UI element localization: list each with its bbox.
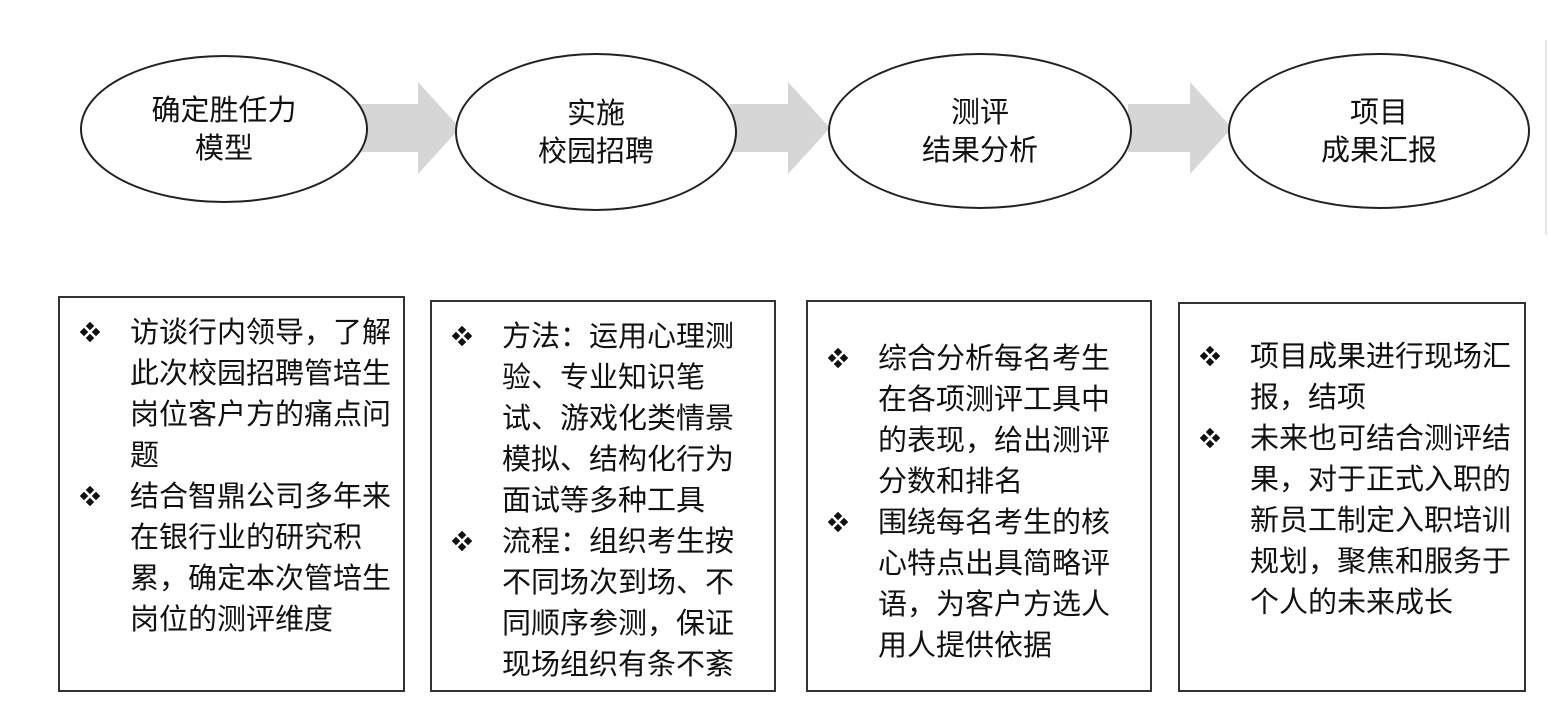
stage-title-line: 结果分析 (921, 133, 1038, 167)
diamond-bullet-icon (80, 486, 100, 506)
bullet-text: 流程：组织考生按不同场次到场、不同顺序参测，保证现场组织有条不紊 (502, 524, 735, 681)
stage-competency-model: 确定胜任力 模型 (80, 55, 368, 203)
bullet-text: 访谈行内领导，了解此次校园招聘管培生岗位客户方的痛点问题 (130, 315, 392, 472)
list-item: 围绕每名考生的核心特点出具简略评语，为客户方选人用人提供依据 (808, 502, 1150, 666)
stage-title-line: 确定胜任力 (151, 93, 297, 127)
bullet-text: 未来也可结合测评结果，对于正式入职的新员工制定入职培训规划，聚焦和服务于个人的未… (1250, 421, 1512, 619)
stage-assessment-analysis: 测评 结果分析 (828, 53, 1132, 209)
detail-box-assessment-analysis: 综合分析每名考生在各项测评工具中的表现，给出测评分数和排名 围绕每名考生的核心特… (806, 300, 1152, 692)
bullet-list: 综合分析每名考生在各项测评工具中的表现，给出测评分数和排名 围绕每名考生的核心特… (808, 338, 1150, 666)
diamond-bullet-icon (828, 512, 848, 532)
detail-box-project-report: 项目成果进行现场汇报，结项 未来也可结合测评结果，对于正式入职的新员工制定入职培… (1178, 302, 1526, 692)
bullet-list: 项目成果进行现场汇报，结项 未来也可结合测评结果，对于正式入职的新员工制定入职培… (1180, 336, 1524, 623)
diamond-bullet-icon (1200, 346, 1220, 366)
flow-arrow-1 (360, 82, 460, 174)
detail-box-competency-model: 访谈行内领导，了解此次校园招聘管培生岗位客户方的痛点问题 结合智鼎公司多年来在银… (58, 296, 405, 692)
stage-title-line: 成果汇报 (1320, 133, 1437, 167)
list-item: 综合分析每名考生在各项测评工具中的表现，给出测评分数和排名 (808, 338, 1150, 502)
bullet-text: 方法：运用心理测验、专业知识笔试、游戏化类情景模拟、结构化行为面试等多种工具 (502, 319, 735, 517)
stage-campus-recruitment: 实施 校园招聘 (455, 53, 737, 211)
flow-arrow-3 (1128, 82, 1232, 174)
flow-arrow-2 (730, 82, 830, 174)
list-item: 方法：运用心理测验、专业知识笔试、游戏化类情景模拟、结构化行为面试等多种工具 (432, 316, 774, 521)
stage-title-line: 实施 (566, 96, 625, 130)
bullet-text: 围绕每名考生的核心特点出具简略评语，为客户方选人用人提供依据 (878, 505, 1111, 662)
diamond-bullet-icon (828, 348, 848, 368)
diamond-bullet-icon (80, 322, 100, 342)
bullet-text: 项目成果进行现场汇报，结项 (1250, 339, 1512, 414)
detail-box-campus-recruitment: 方法：运用心理测验、专业知识笔试、游戏化类情景模拟、结构化行为面试等多种工具 流… (430, 300, 776, 692)
bullet-text: 结合智鼎公司多年来在银行业的研究积累，确定本次管培生岗位的测评维度 (130, 479, 392, 636)
bullet-list: 方法：运用心理测验、专业知识笔试、游戏化类情景模拟、结构化行为面试等多种工具 流… (432, 316, 774, 685)
list-item: 未来也可结合测评结果，对于正式入职的新员工制定入职培训规划，聚焦和服务于个人的未… (1180, 418, 1524, 623)
stage-project-report: 项目 成果汇报 (1228, 53, 1530, 209)
bullet-list: 访谈行内领导，了解此次校园招聘管培生岗位客户方的痛点问题 结合智鼎公司多年来在银… (60, 312, 403, 640)
diamond-bullet-icon (1200, 428, 1220, 448)
right-edge-divider (1545, 40, 1547, 235)
stage-title-line: 模型 (194, 131, 253, 165)
diamond-bullet-icon (452, 326, 472, 346)
diamond-bullet-icon (452, 531, 472, 551)
stage-title-line: 项目 (1349, 95, 1408, 129)
list-item: 访谈行内领导，了解此次校园招聘管培生岗位客户方的痛点问题 (60, 312, 403, 476)
stage-title-line: 测评 (950, 95, 1009, 129)
bullet-text: 综合分析每名考生在各项测评工具中的表现，给出测评分数和排名 (878, 341, 1111, 498)
list-item: 流程：组织考生按不同场次到场、不同顺序参测，保证现场组织有条不紊 (432, 521, 774, 685)
list-item: 项目成果进行现场汇报，结项 (1180, 336, 1524, 418)
stage-title-line: 校园招聘 (537, 134, 654, 168)
list-item: 结合智鼎公司多年来在银行业的研究积累，确定本次管培生岗位的测评维度 (60, 476, 403, 640)
